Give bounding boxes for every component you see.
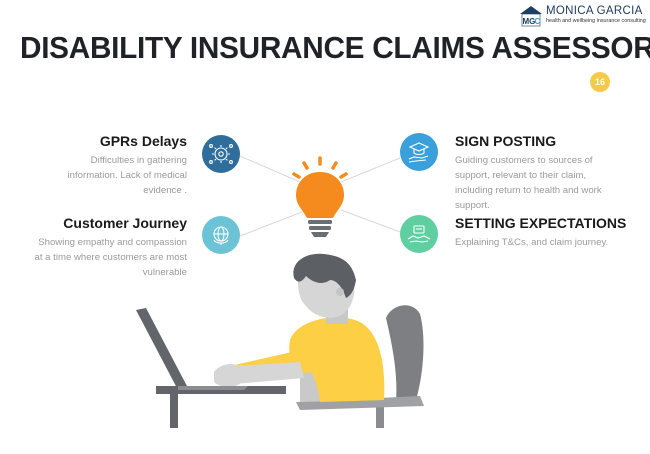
- gpr-delays-circle: [202, 135, 240, 173]
- gear-network-icon: [209, 144, 233, 164]
- customer-journey-heading: Customer Journey: [63, 215, 187, 231]
- customer-journey-text: Showing empathy and compassion at a time…: [34, 237, 188, 278]
- logo-mark-icon: MG C: [520, 6, 542, 27]
- person-at-laptop-illustration: [136, 253, 424, 428]
- sign-posting-circle: [400, 133, 438, 171]
- graduation-hand-icon: [408, 142, 430, 163]
- sign-posting-heading: SIGN POSTING: [455, 133, 557, 149]
- page-number-badge: 16: [590, 72, 610, 92]
- page-title: DISABILITY INSURANCE CLAIMS ASSESSORS: [20, 30, 650, 65]
- svg-text:MG: MG: [523, 17, 536, 26]
- svg-text:C: C: [535, 17, 541, 26]
- sign-posting-text: Guiding customers to sources of support,…: [455, 155, 602, 211]
- setting-expectations-text: Explaining T&Cs, and claim journey.: [455, 237, 609, 248]
- setting-expectations-circle: [400, 215, 438, 253]
- customer-journey-circle: [202, 216, 240, 254]
- logo-tagline: health and wellbeing insurance consultin…: [546, 18, 646, 24]
- connector-lines: [239, 155, 401, 237]
- gpr-delays-heading: GPRs Delays: [99, 133, 187, 149]
- lightbulb-icon: [292, 156, 348, 237]
- handshake-icon: [407, 225, 431, 243]
- company-logo: MG C MONICA GARCIA health and wellbeing …: [519, 5, 646, 27]
- globe-icon: [213, 226, 229, 245]
- logo-name: MONICA GARCIA: [546, 5, 643, 17]
- setting-expectations-heading: SETTING EXPECTATIONS: [455, 215, 627, 231]
- gpr-delays-text: Difficulties in gathering information. L…: [67, 155, 187, 196]
